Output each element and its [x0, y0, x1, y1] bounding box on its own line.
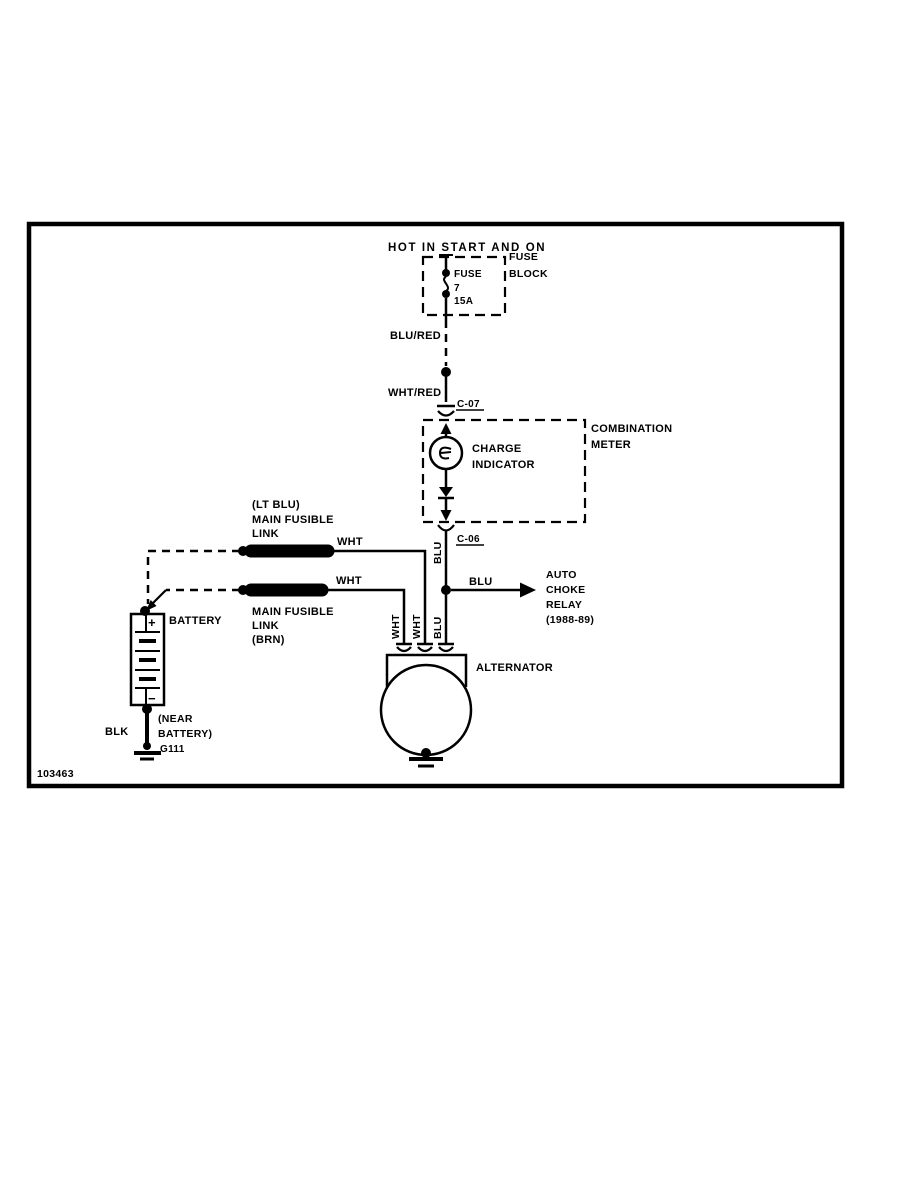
wire-dashed-battery-to-upper-link [146, 549, 240, 604]
current-arrow-up-icon [440, 423, 452, 434]
fuse-block-label-line2: BLOCK [509, 268, 548, 280]
fuse-block-box [421, 255, 507, 317]
combination-meter-label-line1: COMBINATION [591, 423, 672, 435]
fusible-link-lower-label-line3: (BRN) [252, 634, 285, 646]
fusible-link-upper-label-line3: LINK [252, 528, 279, 540]
fusible-link-upper-label-line2: MAIN FUSIBLE [252, 514, 334, 526]
wire-label-blu-meter: BLU [432, 542, 444, 564]
auto-choke-relay-label-line3: RELAY [546, 599, 582, 611]
battery-label: BATTERY [169, 615, 222, 627]
fuse-terminal-bottom-dot [442, 290, 450, 298]
combination-meter-box [421, 418, 587, 524]
diode-icon [439, 487, 453, 497]
connector-c06-socket-icon [437, 524, 455, 532]
charge-indicator-label-line2: INDICATOR [472, 459, 535, 471]
battery-negative-sign: − [148, 691, 156, 706]
connector-c07-socket-icon [437, 410, 455, 417]
wire-label-blu-branch: BLU [469, 576, 493, 588]
fuse-number-label: 7 [454, 283, 460, 294]
fuse-element-icon [443, 276, 449, 292]
fuse-rating-label: 15A [454, 296, 473, 307]
alternator-terminal-socket-mid [417, 646, 433, 653]
wire-label-blk: BLK [105, 726, 129, 738]
alternator-terminal-socket-right [438, 646, 454, 653]
fusible-link-lower-label-line2: LINK [252, 620, 279, 632]
ground-g111-dot [143, 742, 151, 750]
diagram-frame [26, 221, 845, 789]
combination-meter-label-line2: METER [591, 439, 631, 451]
charge-indicator-label-line1: CHARGE [472, 443, 521, 455]
wire-label-blu-red: BLU/RED [390, 330, 441, 342]
connector-c06-label: C-06 [457, 534, 480, 545]
auto-choke-relay-label-line1: AUTO [546, 569, 577, 581]
fusible-link-upper-label-line1: (LT BLU) [252, 499, 300, 511]
auto-choke-relay-label-line4: (1988-89) [546, 614, 594, 626]
alternator-body-circle [379, 663, 473, 757]
alternator-ground-dot [421, 748, 431, 758]
fuse-block-label-line1: FUSE [509, 251, 538, 263]
battery-positive-sign: + [148, 615, 156, 630]
wire-label-wht-lower: WHT [336, 575, 362, 587]
wire-label-wht-red: WHT/RED [388, 387, 441, 399]
auto-choke-relay-label-line2: CHOKE [546, 584, 585, 596]
ground-location-label-line1: (NEAR [158, 713, 193, 725]
bulb-filament-bar-icon [440, 451, 452, 454]
figure-number: 103463 [37, 768, 74, 780]
relay-branch-arrow-icon [520, 582, 536, 598]
wire-label-wht-alt-right: WHT [411, 614, 423, 639]
wire-label-wht-alt-left: WHT [390, 614, 402, 639]
wire-label-blu-alt: BLU [432, 617, 444, 639]
ground-id-label: G111 [160, 744, 185, 755]
alternator-housing-box [385, 653, 468, 687]
fuse-terminal-top-dot [442, 269, 450, 277]
alternator-terminal-socket-left [396, 646, 412, 653]
wire-label-wht-upper: WHT [337, 536, 363, 548]
current-arrow-down-icon [440, 510, 452, 521]
hot-feed-label: HOT IN START AND ON [388, 242, 546, 254]
ground-location-label-line2: BATTERY) [158, 728, 212, 740]
wire-wht-upper [334, 549, 427, 644]
bulb-filament-icon [438, 446, 452, 460]
fuse-name-label: FUSE [454, 269, 482, 280]
connector-c07-label: C-07 [457, 399, 480, 410]
alternator-label: ALTERNATOR [476, 662, 553, 674]
fusible-link-lower-label-line1: MAIN FUSIBLE [252, 606, 334, 618]
wire-wht-lower [328, 588, 406, 644]
